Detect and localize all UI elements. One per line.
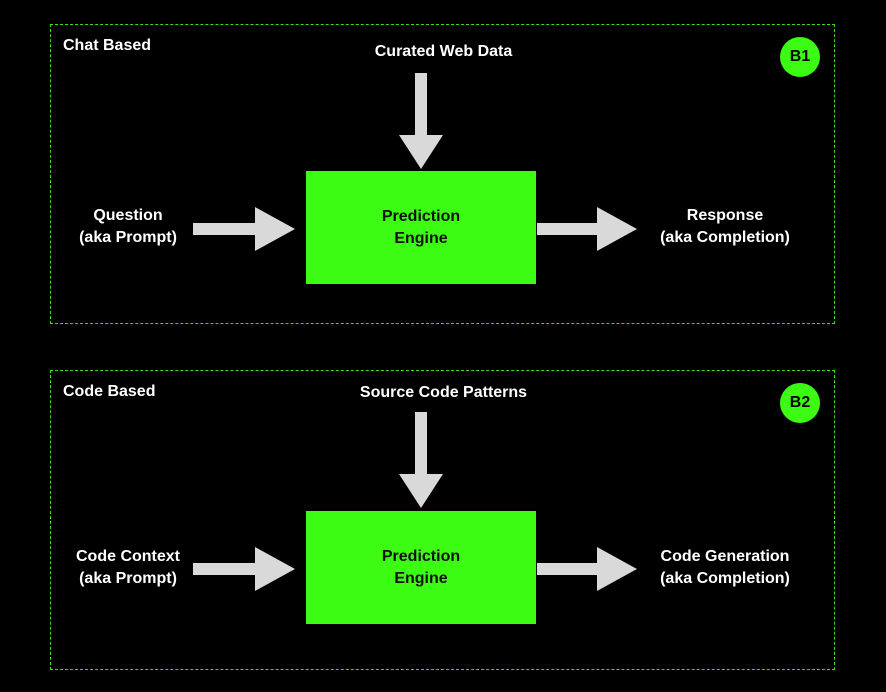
output-label: Response (aka Completion)	[621, 205, 829, 249]
source-label: Curated Web Data	[374, 43, 513, 60]
input-label-line1: Question	[93, 207, 163, 224]
engine-label-line2: Engine	[394, 229, 448, 247]
input-label-line1: Code Context	[76, 548, 180, 565]
panel-title: Code Based	[63, 383, 156, 400]
input-label-line2: (aka Prompt)	[79, 570, 177, 587]
arrow-right-icon	[193, 547, 295, 591]
arrow-down-icon	[399, 412, 443, 508]
panel-title: Chat Based	[63, 37, 152, 54]
output-label-line1: Response	[686, 207, 764, 224]
panel-badge: B1	[780, 37, 820, 77]
input-label-line2: (aka Prompt)	[79, 229, 177, 246]
input-label: Question (aka Prompt)	[51, 205, 205, 249]
arrow-right-icon	[537, 207, 637, 251]
engine-label-line1: Prediction	[381, 547, 461, 565]
panel-badge: B2	[780, 383, 820, 423]
input-label: Code Context (aka Prompt)	[51, 546, 205, 590]
engine-label-line2: Engine	[394, 569, 448, 587]
output-label-line2: (aka Completion)	[660, 229, 790, 246]
arrow-down-icon	[399, 73, 443, 169]
engine-label-line1: Prediction	[381, 207, 461, 225]
output-label: Code Generation (aka Completion)	[621, 546, 829, 590]
output-label-line1: Code Generation	[660, 548, 790, 565]
panel-chat-based: Chat Based B1 Curated Web Data Question …	[50, 24, 835, 324]
panel-code-based: Code Based B2 Source Code Patterns Code …	[50, 370, 835, 670]
output-label-line2: (aka Completion)	[660, 570, 790, 587]
arrow-right-icon	[537, 547, 637, 591]
source-label: Source Code Patterns	[359, 384, 528, 401]
prediction-engine-box: Prediction Engine	[306, 171, 536, 284]
arrow-right-icon	[193, 207, 295, 251]
prediction-engine-box: Prediction Engine	[306, 511, 536, 624]
